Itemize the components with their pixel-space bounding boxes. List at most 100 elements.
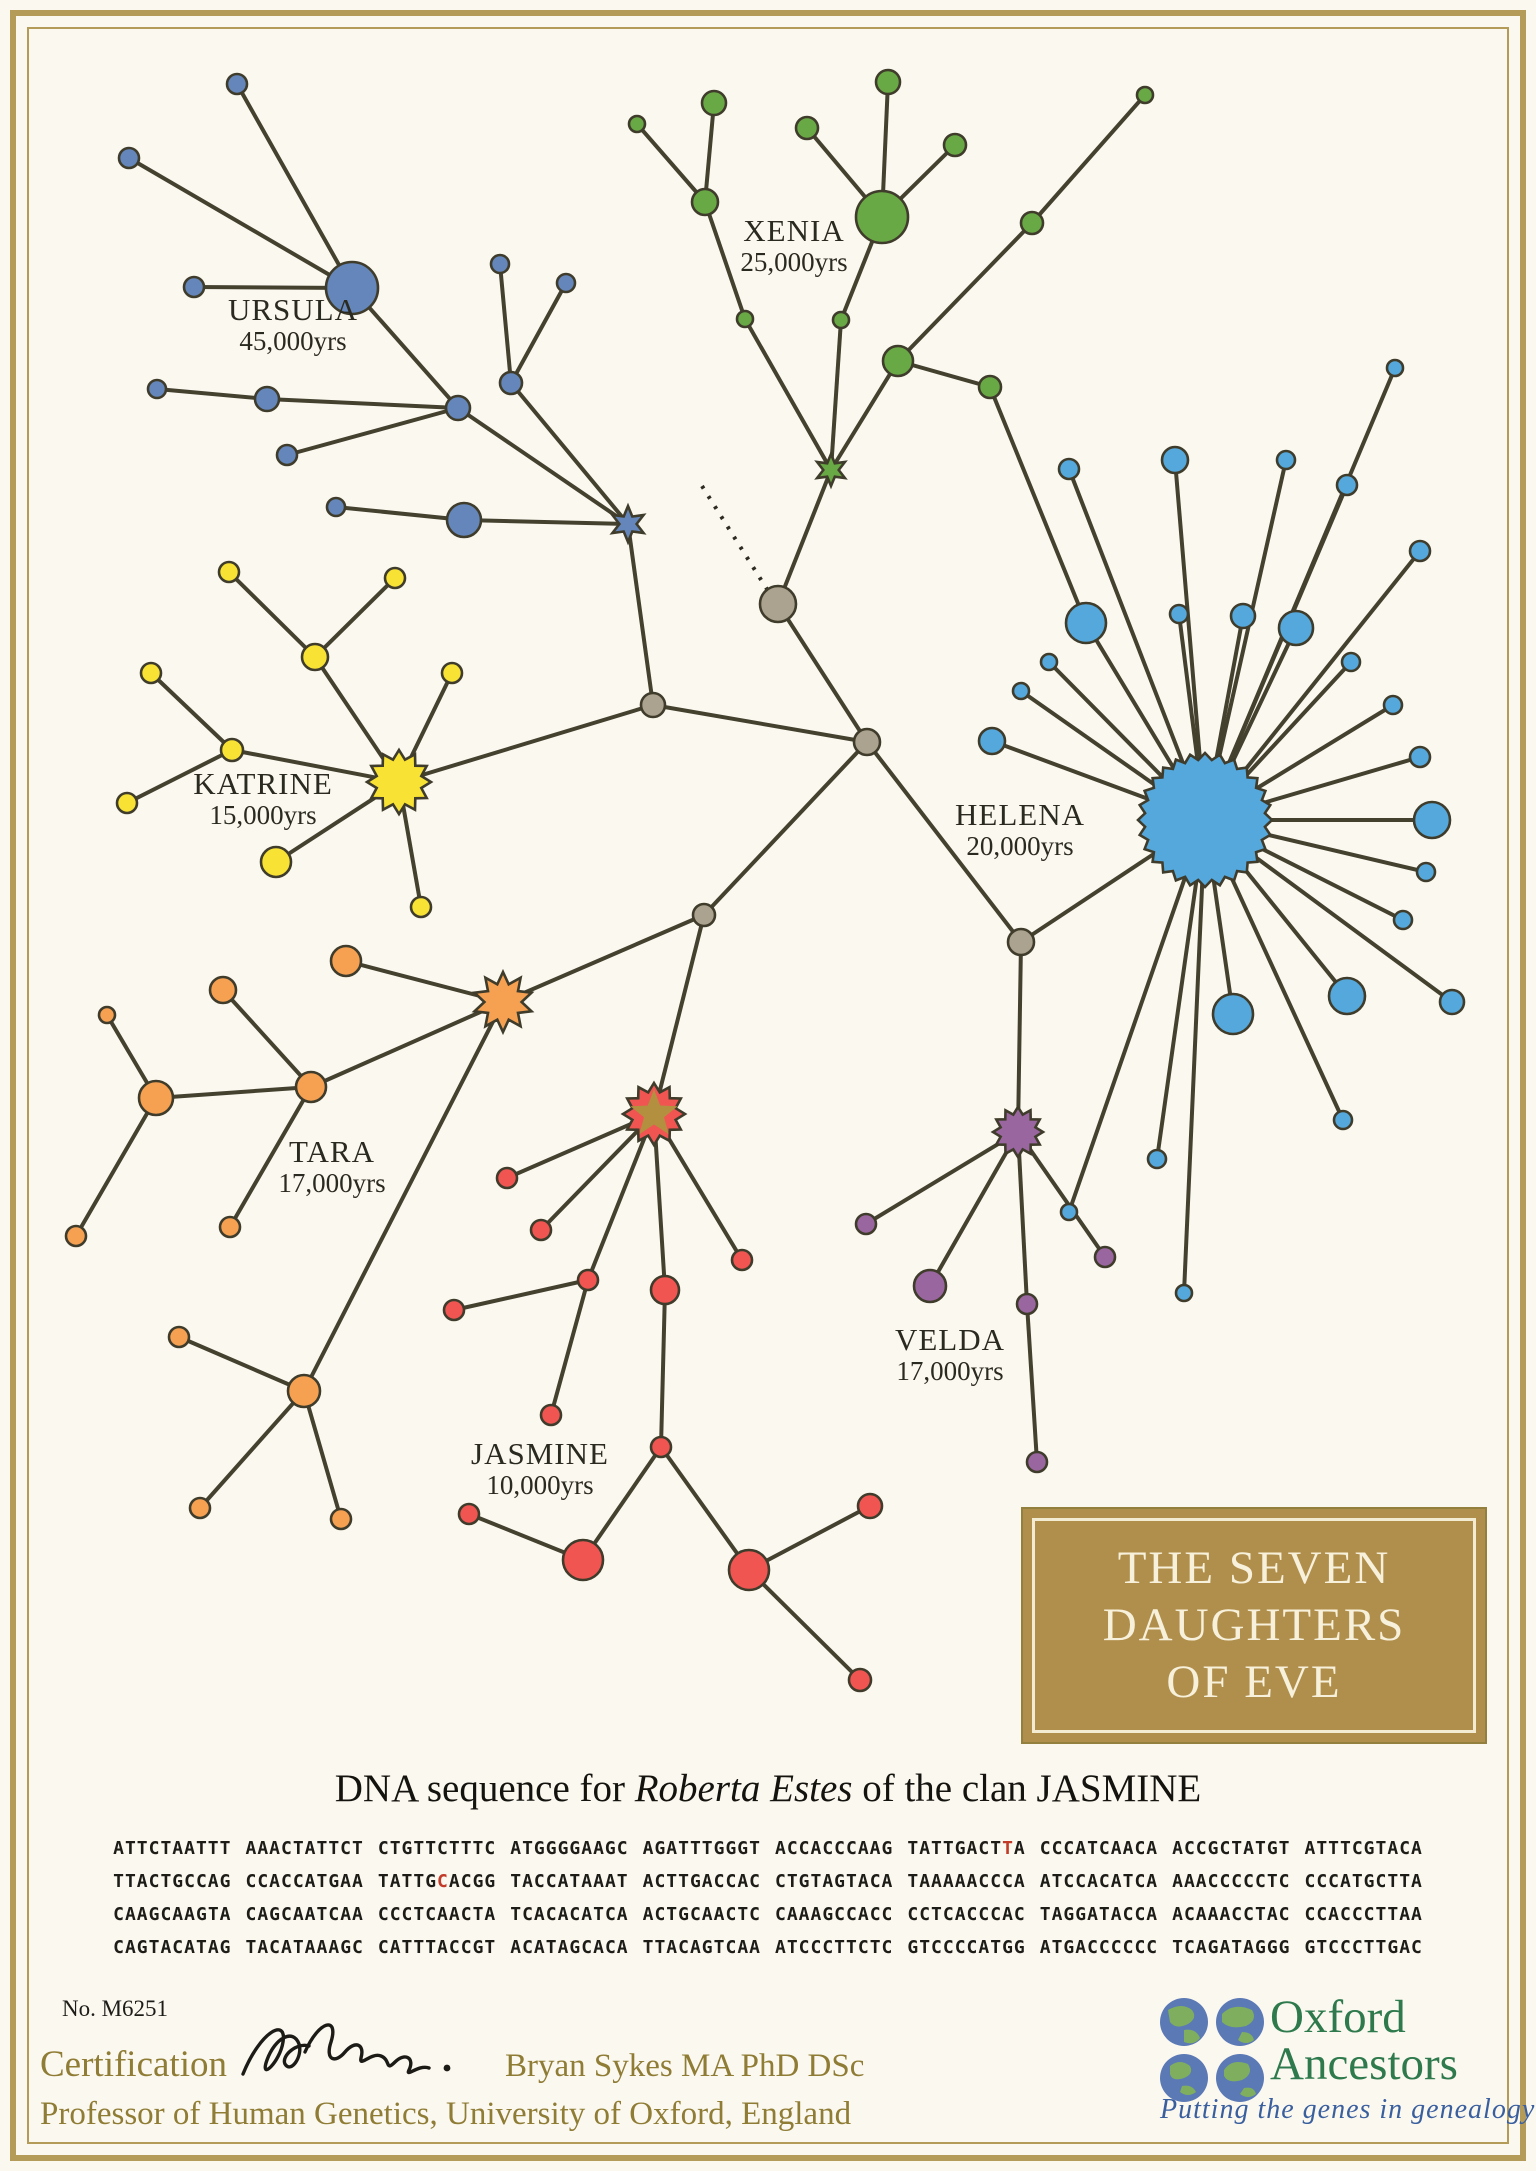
network-node-x6 [942, 132, 968, 158]
network-edge [743, 318, 833, 471]
network-node-tb [137, 1079, 175, 1117]
network-node-g6 [1006, 927, 1036, 957]
network-node-g4 [852, 727, 882, 757]
network-node-h15 [1415, 861, 1437, 883]
network-node-k8 [217, 560, 241, 584]
network-node-r8 [539, 1403, 563, 1427]
network-node-h20 [1174, 1283, 1194, 1303]
dna-group: TAGGATACCA [1039, 1904, 1159, 1925]
network-node-h2 [1057, 457, 1081, 481]
network-edge [463, 518, 629, 526]
network-edge [74, 1096, 158, 1238]
network-node-h16 [1392, 909, 1414, 931]
dna-group: CTGTAGTACA [775, 1871, 894, 1892]
dna-group: TCACACATCA [510, 1904, 629, 1925]
network-edge [502, 913, 705, 1004]
network-node-u6 [444, 394, 472, 422]
signature-dot [443, 2064, 451, 2072]
network-node-v4 [1025, 1450, 1049, 1474]
dna-group: ATTTCGTACA [1304, 1838, 1423, 1859]
network-node-g1 [758, 584, 798, 624]
network-edge [988, 386, 1088, 624]
network-node-g2 [639, 691, 667, 719]
network-edge [1016, 1131, 1029, 1305]
network-edge [302, 1390, 343, 1520]
network-node-u12 [445, 501, 483, 539]
dna-group: TAAAAACCCA [907, 1871, 1026, 1892]
network-node-h1 [1385, 358, 1405, 378]
network-node-k4 [219, 737, 245, 763]
network-edge [659, 1289, 667, 1448]
network-node-thub2 [286, 1373, 322, 1409]
network-edge [829, 319, 843, 471]
network-edge [928, 1131, 1020, 1287]
dna-group: TACATAAAGC [245, 1937, 364, 1958]
dna-group: CCTCACCCAC [907, 1904, 1026, 1925]
network-edge [198, 1389, 306, 1510]
network-edge [586, 1113, 656, 1281]
clan-name: TARA [289, 1134, 375, 1169]
network-node-r9 [727, 1548, 771, 1592]
network-edge [127, 156, 354, 290]
globe-icon [1160, 2054, 1208, 2102]
dna-group: TACCATAAAT [510, 1871, 629, 1892]
network-node-hbig3 [1412, 800, 1452, 840]
globe-icon [1216, 1998, 1264, 2046]
network-node-t2 [208, 975, 238, 1005]
network-node-x2 [700, 89, 728, 117]
network-node-h3 [1160, 445, 1190, 475]
network-edge [776, 469, 833, 605]
network-edge [748, 1504, 871, 1572]
network-edge [310, 1000, 504, 1089]
network-node-u11 [325, 496, 347, 518]
clan-name: KATRINE [193, 766, 333, 801]
network-node-h9 [1340, 651, 1362, 673]
dna-group: ATGACCCCCC [1039, 1937, 1159, 1958]
gold-star-marker [630, 1089, 678, 1135]
network-edge [539, 1112, 656, 1232]
dna-group: AAACCCCCTC [1172, 1871, 1291, 1892]
network-node-u2 [117, 146, 141, 170]
title-prefix: DNA sequence for [334, 1767, 635, 1810]
dna-group: CTGTTCTTTC [377, 1838, 497, 1859]
network-edge [453, 1278, 589, 1312]
network-node-hbig4 [1327, 976, 1367, 1016]
network-edge [221, 988, 313, 1089]
clan-years: 17,000yrs [278, 1168, 386, 1198]
network-node-x8 [831, 310, 851, 330]
dna-group: ACATAGCACA [510, 1937, 629, 1958]
network-edge [398, 703, 654, 784]
certificate-number: No. M6251 [62, 1996, 169, 2021]
dna-mutation-letter: C [437, 1871, 449, 1892]
dna-group: CCACCATGAA [245, 1871, 364, 1892]
title-suffix: of the clan JASMINE [852, 1767, 1202, 1810]
network-edge [1067, 819, 1207, 1213]
network-node-r4 [730, 1248, 754, 1272]
network-node-rleaf [457, 1502, 481, 1526]
network-edge [549, 1279, 590, 1416]
clan-name: XENIA [743, 213, 845, 248]
network-node-k5 [115, 791, 139, 815]
network-node-h10 [1039, 652, 1059, 672]
network-edge [228, 1085, 313, 1229]
dna-group: CAGCAATCAA [245, 1904, 364, 1925]
network-node-r3 [649, 1435, 673, 1459]
network-node-u7 [275, 443, 299, 467]
clan-name: JASMINE [471, 1436, 609, 1471]
dna-group: CCCATGCTTA [1304, 1871, 1423, 1892]
network-node-vstar [990, 1104, 1046, 1160]
network-node-h12 [977, 726, 1007, 756]
network-edge [509, 282, 568, 384]
network-node-v3 [1015, 1292, 1039, 1316]
clan-years: 20,000yrs [966, 831, 1074, 861]
dna-group: ATCCACATCA [1039, 1871, 1159, 1892]
network-node-h21 [1438, 988, 1466, 1016]
badge-inner-frame: THE SEVEN DAUGHTERS OF EVE [1032, 1518, 1476, 1733]
signature [241, 2023, 451, 2076]
network-node-xstar [814, 450, 848, 490]
